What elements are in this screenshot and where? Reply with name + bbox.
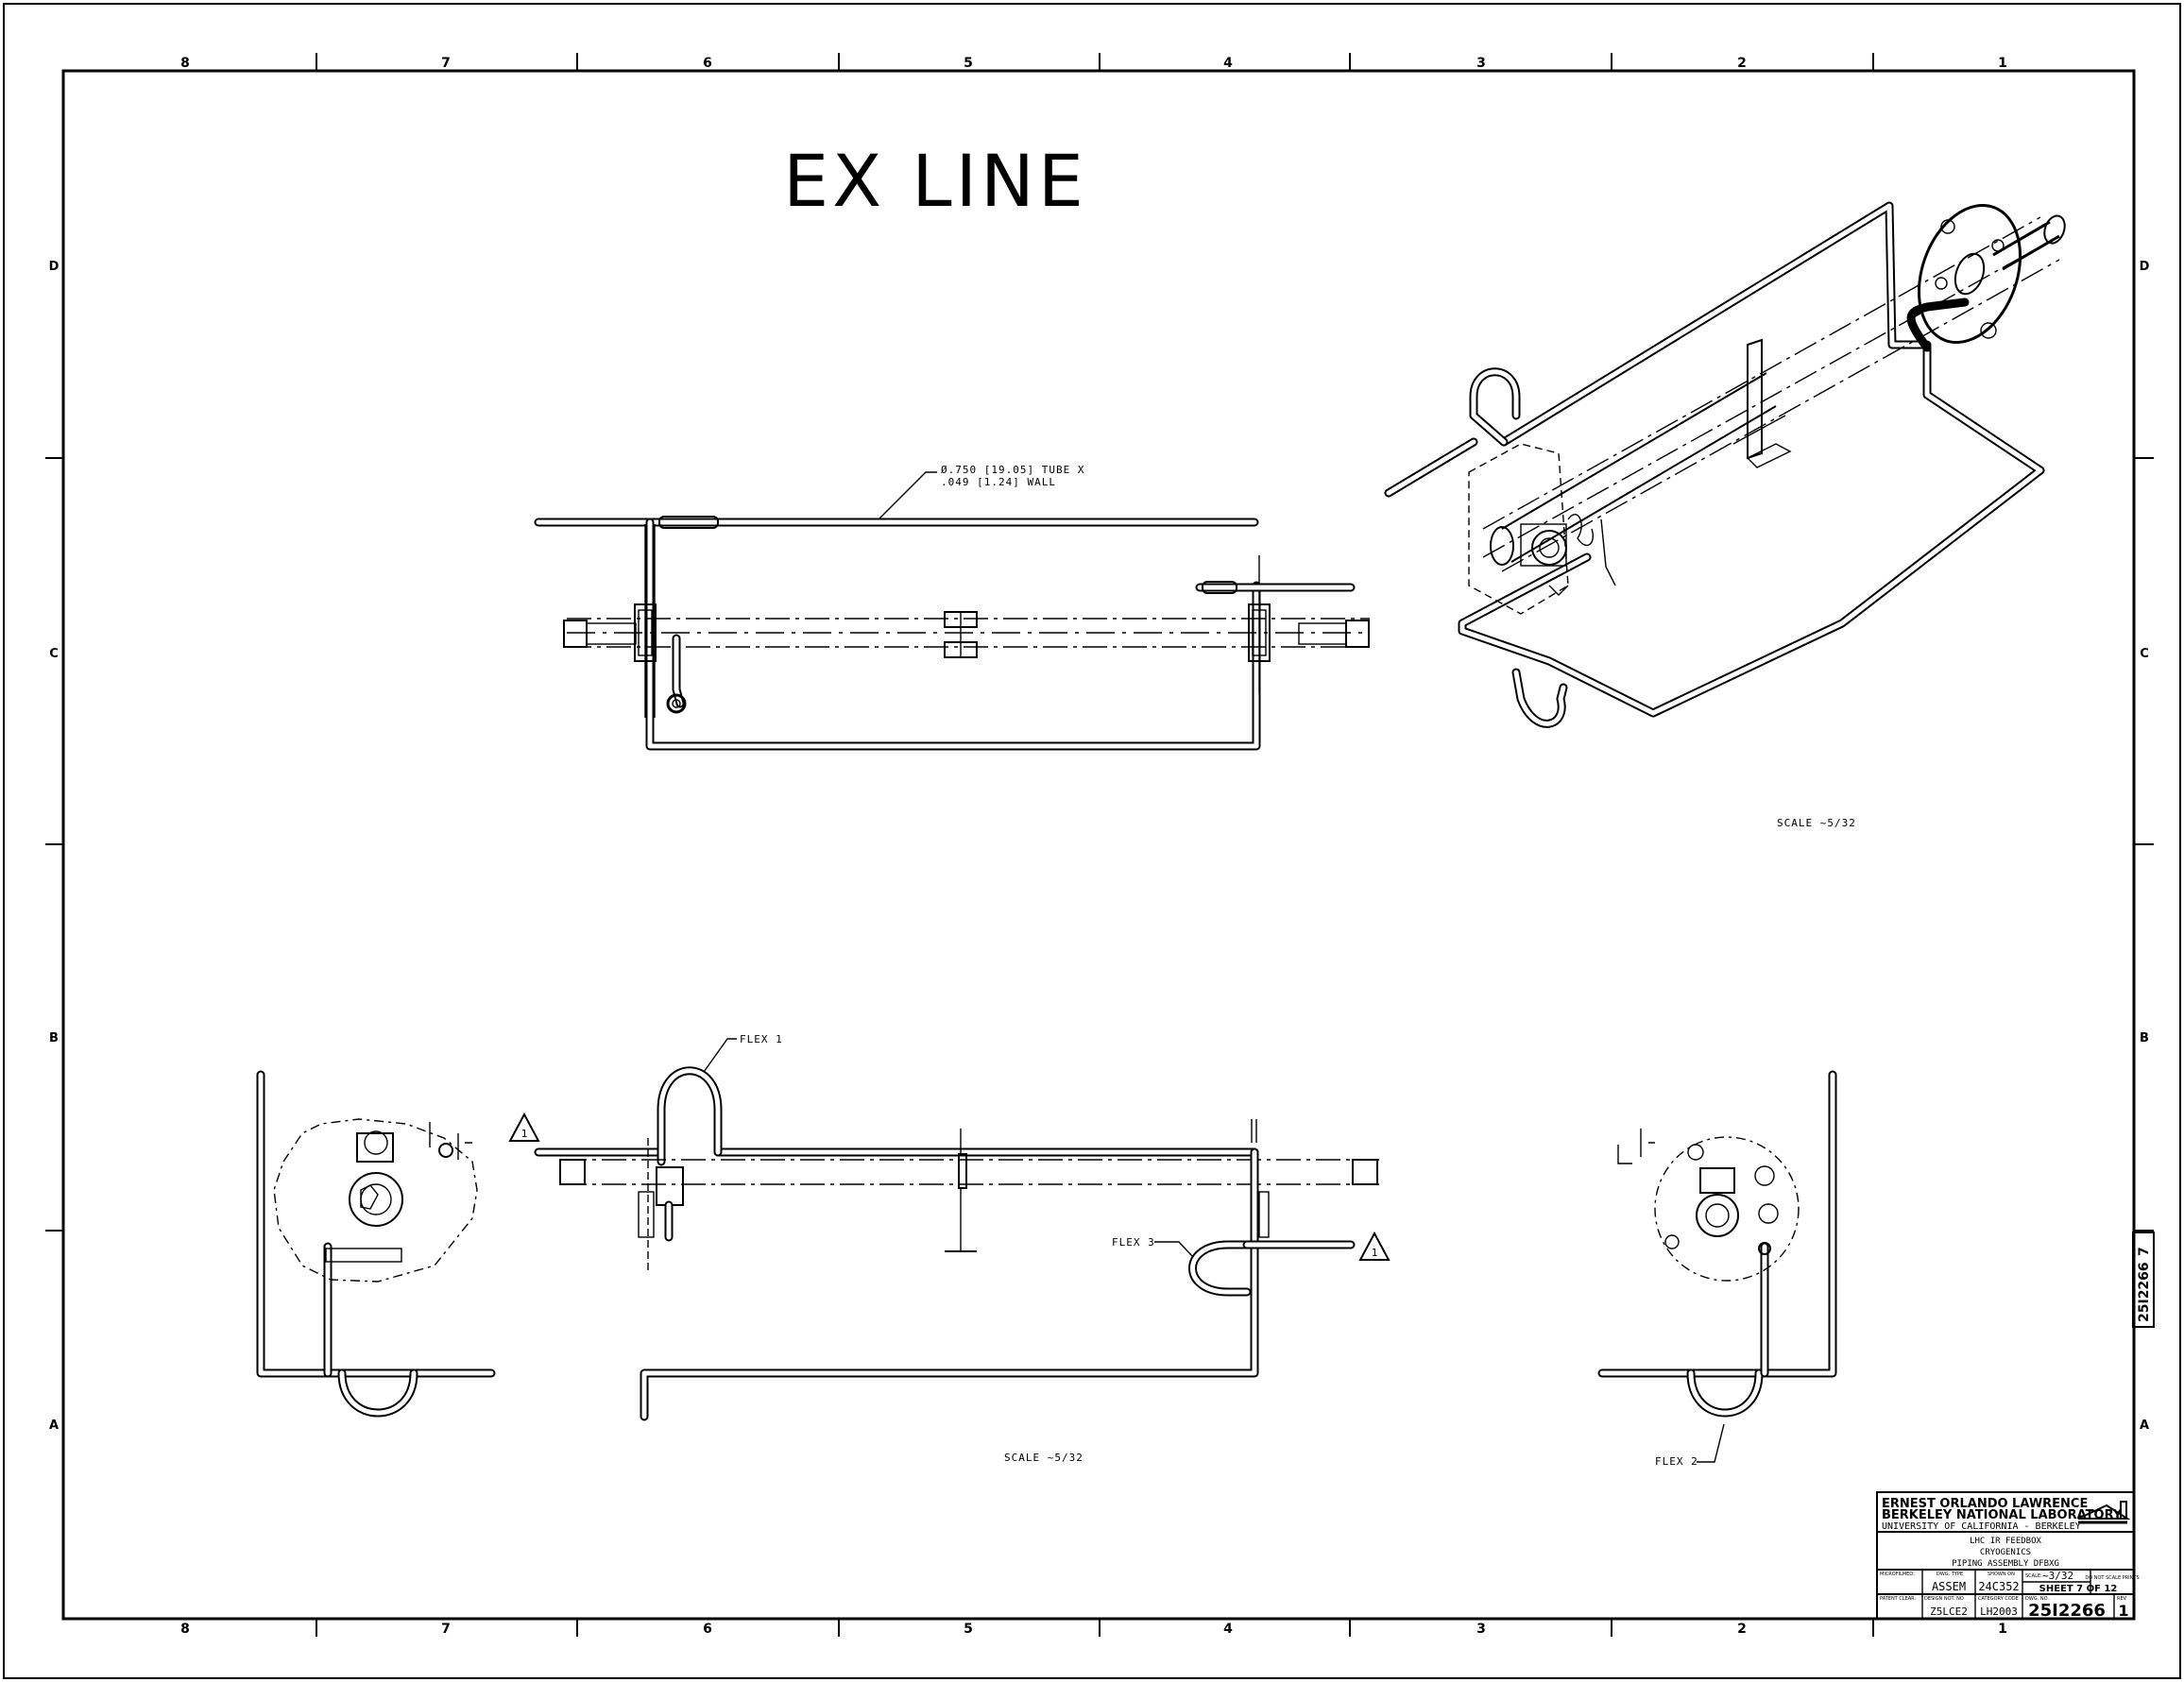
scale-top-view: SCALE ~5/32: [1777, 817, 1856, 829]
zone-col-top-5: 5: [964, 56, 973, 71]
dwg-no-value: 25I2266: [2028, 1601, 2106, 1621]
zone-col-bottom-6: 6: [703, 1622, 712, 1637]
zone-row-right-d: D: [2140, 260, 2150, 274]
patent-label: PATENT CLEAR:: [1880, 1596, 1917, 1602]
shown-on-value: 24C352: [1978, 1580, 2019, 1593]
drawing-title: EX LINE: [783, 139, 1087, 223]
tube-spec-line1: Ø.750 [19.05] TUBE X: [941, 464, 1084, 476]
rev-value: 1: [2118, 1602, 2128, 1620]
rev-triangle-left: [508, 1112, 540, 1142]
design-no-value: Z5LCE2: [1930, 1606, 1968, 1618]
design-no-label: DESIGN NOT. NO: [1924, 1596, 1964, 1602]
flex1-label: FLEX 1: [740, 1033, 783, 1045]
zone-row-left-c: C: [49, 647, 59, 661]
desc-line2: CRYOGENICS: [1980, 1548, 2031, 1557]
zone-col-bottom-7: 7: [441, 1622, 451, 1637]
tube-spec-line2: .049 [1.24] WALL: [941, 476, 1056, 488]
desc-line1: LHC IR FEEDBOX: [1970, 1537, 2041, 1546]
zone-col-top-4: 4: [1223, 56, 1233, 71]
rev-triangle-left-number: 1: [521, 1128, 528, 1140]
zone-col-top-1: 1: [1998, 56, 2007, 71]
left-end-view: [256, 1070, 496, 1418]
top-plan-view: [534, 471, 1370, 751]
scale-value: ~3/32: [2042, 1570, 2073, 1582]
zone-col-top-2: 2: [1737, 56, 1747, 71]
zone-col-bottom-3: 3: [1476, 1622, 1486, 1637]
zone-row-right-c: C: [2140, 647, 2149, 661]
side-reference-box: [2132, 1232, 2155, 1328]
org-line3: UNIVERSITY OF CALIFORNIA - BERKELEY: [1882, 1521, 2081, 1532]
org-line1: ERNEST ORLANDO LAWRENCE: [1882, 1497, 2088, 1511]
isometric-view: [1384, 201, 2066, 728]
zone-col-bottom-1: 1: [1998, 1622, 2007, 1637]
zone-col-top-7: 7: [441, 56, 451, 71]
zone-col-bottom-8: 8: [180, 1622, 190, 1637]
category-label: CATEGORY CODE: [1978, 1596, 2019, 1602]
sheet-number: SHEET 7 OF 12: [2039, 1584, 2118, 1594]
scale-bottom-view: SCALE ~5/32: [1004, 1452, 1083, 1464]
shown-on-label: SHOWN ON: [1988, 1572, 2015, 1577]
dwg-type-value: ASSEM: [1932, 1580, 1966, 1593]
rev-label: REV: [2117, 1596, 2127, 1602]
do-not-scale: DO NOT SCALE PRINTS: [2085, 1575, 2139, 1581]
zone-col-bottom-5: 5: [964, 1622, 973, 1637]
drawing-border: [61, 69, 2136, 1621]
zone-row-right-b: B: [2140, 1031, 2149, 1045]
org-line2: BERKELEY NATIONAL LABORATORY: [1882, 1508, 2123, 1522]
zone-row-left-a: A: [49, 1419, 59, 1433]
side-sheet-number: 7: [2137, 1247, 2152, 1256]
front-elevation-view: [534, 1038, 1379, 1421]
flex2-label: FLEX 2: [1655, 1455, 1698, 1468]
flex3-label: FLEX 3: [1112, 1236, 1155, 1249]
microfilmed-label: MICROFILMED:: [1880, 1572, 1915, 1577]
zone-col-bottom-2: 2: [1737, 1622, 1747, 1637]
dwg-type-label: DWG. TYPE: [1937, 1572, 1963, 1577]
sheet-outer-edge: [3, 3, 2181, 1679]
rev-triangle-right-number: 1: [1372, 1247, 1378, 1259]
zone-row-left-d: D: [49, 260, 60, 274]
rev-triangle-right: [1358, 1231, 1391, 1261]
zone-dividers: [45, 53, 2154, 1637]
right-end-view: [1597, 1070, 1837, 1463]
zone-row-left-b: B: [49, 1031, 59, 1045]
dwg-no-label: DWG. NO.: [2025, 1596, 2049, 1602]
side-dwg-number: 25I2266: [2137, 1262, 2152, 1322]
zone-col-top-8: 8: [180, 56, 190, 71]
title-block-frame: [1876, 1491, 2135, 1620]
zone-col-bottom-4: 4: [1223, 1622, 1233, 1637]
zone-col-top-3: 3: [1476, 56, 1486, 71]
desc-line3: PIPING ASSEMBLY DFBXG: [1952, 1559, 2059, 1569]
category-value: LH2003: [1980, 1606, 2018, 1618]
zone-row-right-a: A: [2140, 1419, 2149, 1433]
scale-label: SCALE:: [2025, 1573, 2042, 1579]
zone-col-top-6: 6: [703, 56, 712, 71]
